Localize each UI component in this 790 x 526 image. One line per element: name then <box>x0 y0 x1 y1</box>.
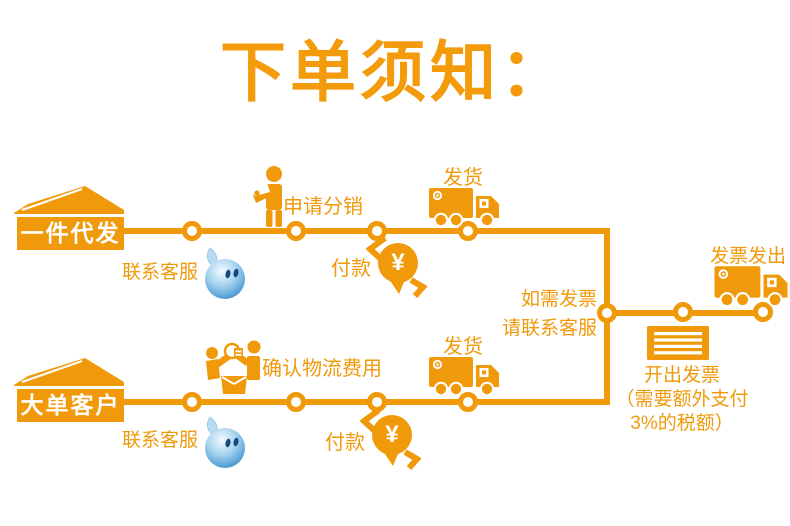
payment-coin-top: ¥ <box>366 236 428 298</box>
ship-label-top: 发货 <box>443 167 483 189</box>
flow-node <box>367 221 387 241</box>
invoice-issue-note: 开出发票 （需要额外支付 3%的税额） <box>612 364 752 436</box>
delivery-truck-icon <box>714 266 788 308</box>
house-icon <box>14 186 124 250</box>
page-title: 下单须知： <box>220 35 570 109</box>
flow-node <box>458 392 478 412</box>
wangwang-chat-drop-icon <box>205 247 245 299</box>
confirm-logistics-label: 确认物流费用 <box>262 358 382 380</box>
flow-node <box>286 221 306 241</box>
invoice-issue-line1: 开出发票 <box>643 365 720 386</box>
payment-coin-bottom: ¥ <box>360 408 422 470</box>
flow-node <box>286 392 306 412</box>
flow-node <box>182 221 202 241</box>
delivery-truck-icon <box>429 357 499 397</box>
house-icon <box>14 358 124 422</box>
invoice-note-line1: 如需发票 <box>520 289 597 310</box>
flow-node-junction <box>597 303 617 323</box>
wangwang-chat-drop-icon <box>205 416 245 468</box>
delivery-truck-icon <box>429 188 499 228</box>
contact-service-label-top: 联系客服 <box>122 262 199 283</box>
flow-node <box>182 392 202 412</box>
invoice-note-line2: 请联系客服 <box>501 318 597 339</box>
dropship-house-label: 一件代发 <box>20 220 121 246</box>
payment-coin-icon <box>366 236 428 298</box>
flow-line-bottom <box>115 399 610 405</box>
yen-symbol: ¥ <box>391 249 405 276</box>
ship-label-bottom: 发货 <box>443 336 483 358</box>
flow-node <box>753 302 773 322</box>
flow-line-top <box>115 228 610 234</box>
yen-symbol: ¥ <box>385 421 399 448</box>
invoice-issue-line3: 3%的税额） <box>630 413 734 434</box>
pay-label-top: 付款 <box>331 258 371 280</box>
apply-person-icon <box>251 166 282 227</box>
bulk-house-label: 大单客户 <box>20 392 121 418</box>
pay-label-bottom: 付款 <box>325 432 365 454</box>
payment-coin-icon <box>360 408 422 470</box>
flow-node <box>458 221 478 241</box>
invoice-note: 如需发票 请联系客服 <box>487 285 597 343</box>
dropship-house: 一件代发 <box>14 184 124 250</box>
contact-service-label-bottom: 联系客服 <box>122 430 199 451</box>
invoice-sheet-icon <box>647 326 709 360</box>
invoice-sent-label: 发票发出 <box>710 246 787 267</box>
apply-distribution-label: 申请分销 <box>283 196 363 218</box>
flow-node <box>673 302 693 322</box>
logistics-people-icon <box>206 340 261 394</box>
invoice-issue-line2: （需要额外支付 <box>615 389 749 410</box>
bulk-house: 大单客户 <box>14 356 124 422</box>
